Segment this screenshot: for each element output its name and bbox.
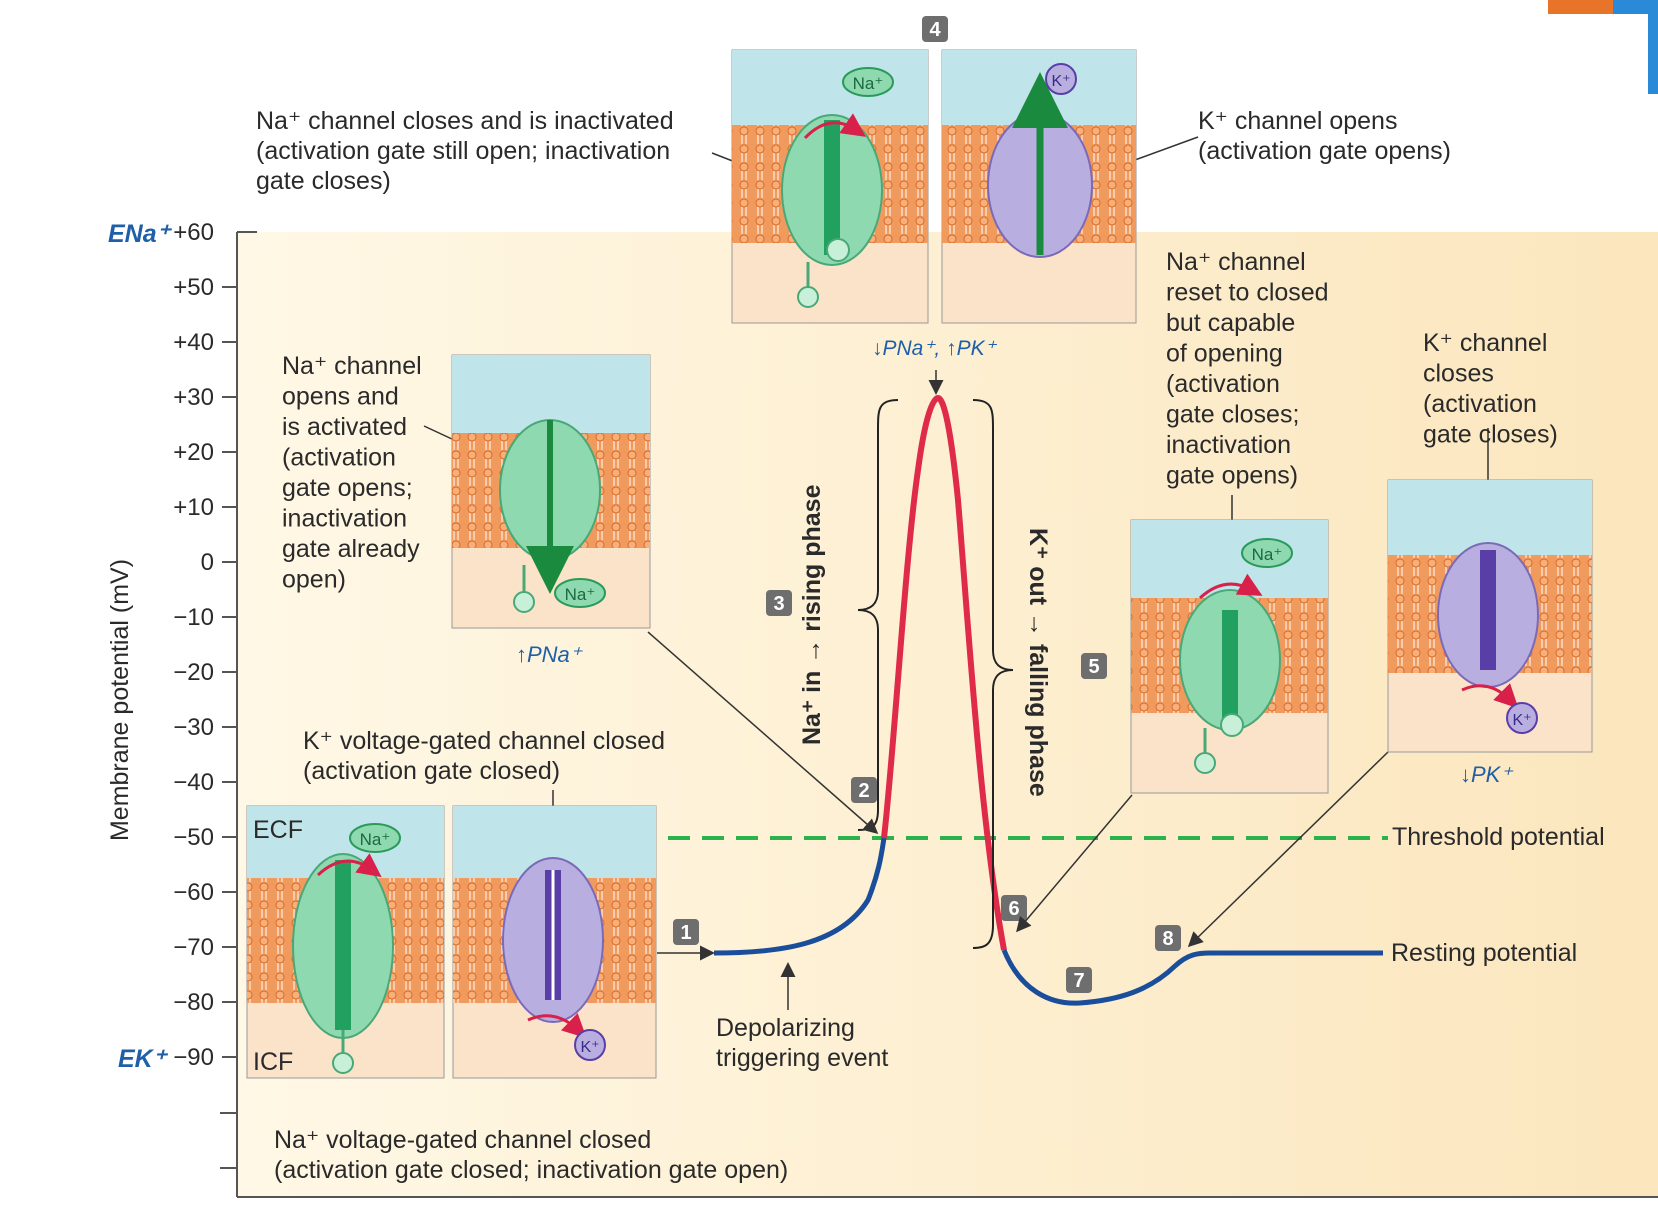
threshold-label: Threshold potential [1392, 823, 1605, 851]
step-marker-7: 7 [1066, 967, 1092, 993]
y-tick-label: −80 [173, 989, 214, 1016]
na-ion-icon: Na⁺ [1252, 545, 1283, 564]
k-ion-icon: K⁺ [580, 1039, 599, 1056]
svg-text:8: 8 [1162, 928, 1173, 950]
y-tick-label: 0 [201, 549, 214, 576]
label-k-closed: K⁺ voltage-gated channel closed(activati… [303, 727, 665, 785]
k-ion-icon: K⁺ [1051, 73, 1070, 90]
falling-phase-label: K⁺ out → falling phase [1024, 528, 1052, 797]
step-marker-3: 3 [766, 590, 792, 616]
ecf-label: ECF [253, 816, 303, 844]
y-axis-ticks: +60 +50 +40 +30 +20 +10 0 −10 −20 −30 −40 −50 −60 −70… [173, 219, 237, 1071]
label-na-closed: Na⁺ voltage-gated channel closed(activat… [274, 1126, 788, 1184]
step-markers: 1 2 3 4 5 6 7 8 [673, 16, 1181, 993]
y-tick-label: −60 [173, 879, 214, 906]
step-marker-4: 4 [922, 16, 948, 42]
y-tick-label: +40 [173, 329, 214, 356]
svg-text:5: 5 [1088, 656, 1099, 678]
y-tick-label: +30 [173, 384, 214, 411]
step-marker-6: 6 [1001, 895, 1027, 921]
y-tick-label: −70 [173, 934, 214, 961]
svg-text:2: 2 [858, 780, 869, 802]
y-tick-label: +20 [173, 439, 214, 466]
panel-k-opens: K⁺ [941, 49, 1137, 324]
annotation-labels: Na⁺ channel closes and is inactivated(ac… [256, 107, 1558, 1184]
svg-text:7: 7 [1073, 970, 1084, 992]
e-k-label: EK⁺ [118, 1045, 169, 1073]
y-tick-label: +50 [173, 274, 214, 301]
curve-spike [881, 394, 1007, 951]
resting-label: Resting potential [1391, 939, 1577, 967]
y-tick-label: −10 [173, 604, 214, 631]
y-tick-label: +10 [173, 494, 214, 521]
y-tick-label: +60 [173, 219, 214, 246]
panel-na-opens: Na⁺ ↑PNa⁺ [451, 354, 651, 667]
y-tick-label: −40 [173, 769, 214, 796]
label-na-inactivated: Na⁺ channel closes and is inactivated(ac… [256, 107, 674, 195]
curve-repolarization [1001, 949, 1383, 1006]
step-marker-5: 5 [1081, 653, 1107, 679]
step-marker-1: 1 [673, 919, 699, 945]
e-na-label: ENa⁺ [108, 220, 173, 248]
panel-na-closed: ECF ICF Na⁺ [246, 805, 445, 1079]
y-tick-label: −20 [173, 659, 214, 686]
svg-text:1: 1 [680, 922, 691, 944]
na-ion-icon: Na⁺ [565, 585, 596, 604]
icf-label: ICF [253, 1048, 293, 1076]
y-tick-label: −50 [173, 824, 214, 851]
step-marker-8: 8 [1155, 925, 1181, 951]
panel-na-reset: Na⁺ [1130, 519, 1329, 794]
na-ion-icon: Na⁺ [853, 74, 884, 93]
perm-down-na-up-k: ↓PNa⁺, ↑PK⁺ [872, 337, 998, 360]
na-ion-icon: Na⁺ [360, 830, 391, 849]
panel-na-inactivated: Na⁺ [731, 49, 929, 324]
svg-text:3: 3 [773, 593, 784, 615]
k-ion-icon: K⁺ [1512, 712, 1531, 729]
corner-accent-bar [1648, 14, 1658, 94]
perm-down-k: ↓PK⁺ [1460, 762, 1514, 787]
corner-accent-orange [1548, 0, 1613, 14]
svg-text:6: 6 [1008, 898, 1019, 920]
svg-text:4: 4 [929, 19, 941, 41]
label-k-opens: K⁺ channel opens(activation gate opens) [1198, 107, 1451, 165]
y-tick-label: −90 [173, 1044, 214, 1071]
y-tick-label: −30 [173, 714, 214, 741]
rising-phase-label: Na⁺ in → rising phase [798, 484, 826, 745]
corner-accent-blue [1613, 0, 1658, 14]
curve-depolarization [713, 837, 887, 956]
panel-k-closed: K⁺ [452, 805, 657, 1079]
panel-k-closes: K⁺ ↓PK⁺ [1387, 479, 1593, 787]
step-marker-2: 2 [851, 777, 877, 803]
perm-up-na: ↑PNa⁺ [516, 642, 584, 667]
y-axis-label: Membrane potential (mV) [106, 559, 134, 841]
falling-brace [972, 399, 1014, 949]
